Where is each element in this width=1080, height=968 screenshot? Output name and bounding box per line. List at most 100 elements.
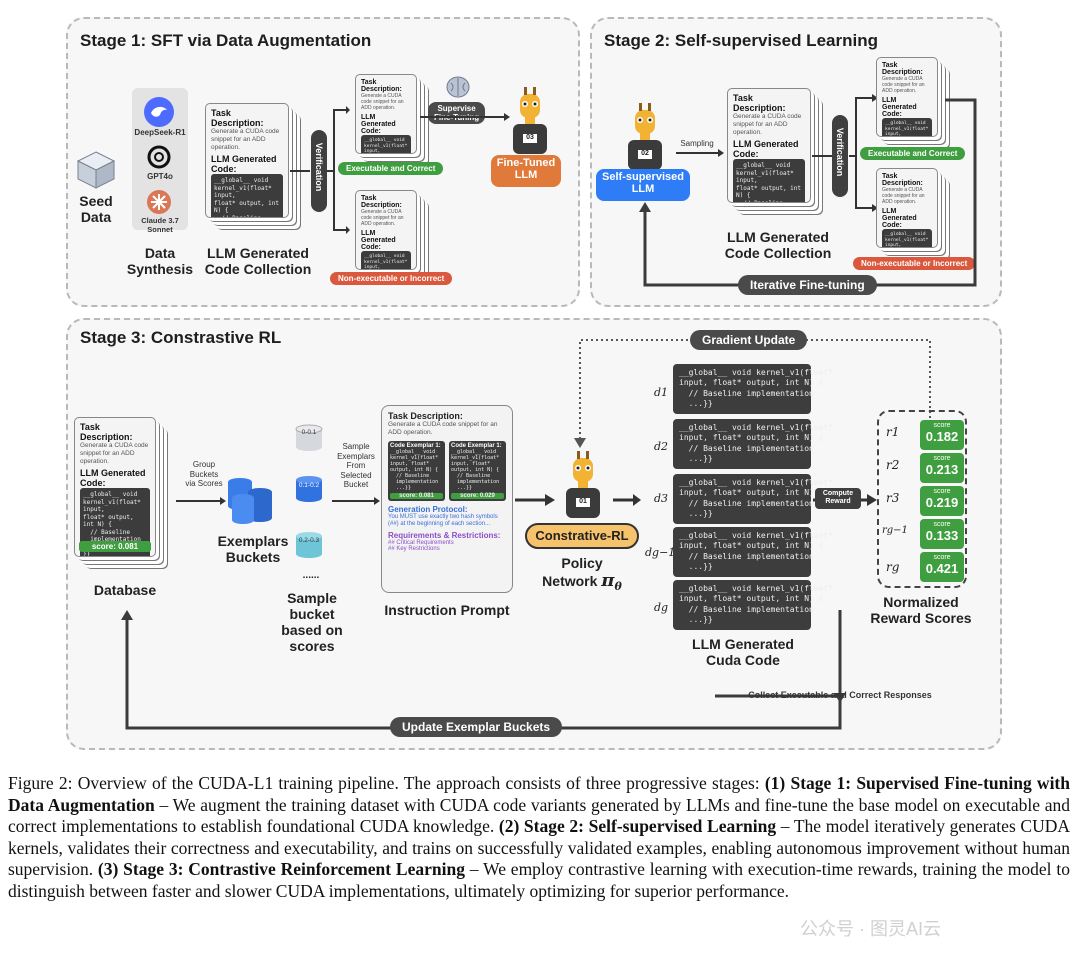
task-text: Generate a CUDA code snippet for an ADD … bbox=[361, 93, 404, 111]
stage1-collection-card: Task Description: Generate a CUDA code s… bbox=[205, 103, 289, 218]
stage3-title: Stage 3: Constrastive RL bbox=[80, 328, 282, 347]
gen-title: LLM Generated Code: bbox=[361, 114, 396, 135]
data-synthesis-label: Data Synthesis bbox=[126, 245, 194, 278]
stage2-incorrect-card: Task Description: Generate a CUDA code s… bbox=[876, 168, 938, 248]
watermark: 公众号 · 图灵AI云 bbox=[800, 919, 942, 939]
stage2-collection-label: LLM Generated Code Collection bbox=[724, 229, 832, 262]
sample-arrow bbox=[332, 497, 380, 505]
collect-responses-label: Collect Executable and Correct Responses bbox=[748, 690, 932, 700]
self-supervised-llm-box: Self-supervised LLM bbox=[596, 169, 690, 201]
stage1-verification-arrows bbox=[290, 106, 350, 234]
score-value: 0.421 bbox=[925, 561, 959, 576]
iterative-loop-arrow bbox=[639, 98, 977, 287]
generation-protocol-text: You MUST use exactly two hash symbols (#… bbox=[388, 513, 498, 527]
stage1-executable-pill: Executable and Correct bbox=[338, 162, 444, 175]
caption-stage3-bold: (3) Stage 3: Contrastive Reinforcement L… bbox=[97, 859, 465, 880]
task-text: Generate a CUDA code snippet for an ADD … bbox=[733, 113, 802, 136]
instruction-prompt-card: Task Description: Generate a CUDA code s… bbox=[381, 405, 513, 593]
gen-title: LLM Generated Code: bbox=[361, 230, 396, 251]
requirements-title: Requirements & Restrictions: bbox=[388, 530, 501, 540]
dg-label: dg bbox=[654, 601, 669, 614]
score-label: score bbox=[933, 521, 951, 528]
policy-to-code-arrow bbox=[613, 494, 641, 506]
policy-symbol: π bbox=[601, 570, 615, 592]
fine-tuned-llm-box: Fine-Tuned LLM bbox=[491, 155, 561, 187]
task-title: Task Description: bbox=[80, 422, 133, 442]
bucket-1-icon bbox=[296, 476, 322, 502]
stage1-incorrect-card: Task Description: Generate a CUDA code s… bbox=[355, 190, 417, 270]
task-title: Task Description: bbox=[882, 173, 923, 187]
stage2-collection-card: Task Description: Generate a CUDA code s… bbox=[727, 88, 811, 203]
iterative-fine-tuning-pill: Iterative Fine-tuning bbox=[738, 275, 877, 295]
policy-network-label: Policy Network πθ bbox=[525, 555, 639, 594]
policy-network-text: Policy Network bbox=[542, 555, 603, 590]
task-title: Task Description: bbox=[361, 79, 402, 93]
exemplar-2-score: score: 0.029 bbox=[451, 492, 504, 499]
score-value: 0.133 bbox=[925, 528, 959, 543]
supervise-arrow bbox=[420, 113, 510, 121]
requirement-2: ## Key Restrictions bbox=[388, 545, 440, 552]
exemplar-buckets-icon bbox=[228, 478, 272, 524]
stage2-badge: 02 bbox=[641, 150, 649, 157]
stage1-title: Stage 1: SFT via Data Augmentation bbox=[80, 31, 372, 50]
prompt-task-text: Generate a CUDA code snippet for an ADD … bbox=[388, 421, 498, 436]
sampling-arrow bbox=[676, 149, 724, 157]
gradient-update-pill: Gradient Update bbox=[690, 330, 808, 350]
score-label: score bbox=[933, 422, 951, 429]
exemplars-buckets-label: Exemplars Buckets bbox=[217, 533, 289, 566]
stage1-verification-bar bbox=[311, 130, 327, 212]
compute-reward-pill: Compute Reward bbox=[815, 488, 861, 509]
instruction-prompt-label: Instruction Prompt bbox=[384, 602, 510, 618]
score-value: 0.219 bbox=[925, 495, 959, 510]
dg-1-label: dg−1 bbox=[645, 546, 676, 559]
cuda-code-block-1: __global__ void kernel_v1(float* input, … bbox=[673, 364, 833, 414]
bucket-0-icon bbox=[295, 424, 323, 451]
claude-label: Claude 3.7 Sonnet bbox=[141, 216, 179, 234]
score-label: score bbox=[933, 554, 951, 561]
sample-bucket-label: Sample bucket based on scores bbox=[281, 590, 343, 655]
gpt4o-icon bbox=[147, 145, 171, 169]
sample-exemplars-label: Sample Exemplars From Selected Bucket bbox=[337, 442, 375, 490]
database-label: Database bbox=[93, 582, 157, 598]
caption-stage3-text: – We employ contrastive learning with ex… bbox=[8, 859, 1071, 901]
exemplar-row: Code Exemplar 1: __global__ void kernel_… bbox=[388, 440, 506, 501]
cuda-code-block-3: __global__ void kernel_v1(float* input, … bbox=[673, 474, 833, 524]
task-title: Task Description: bbox=[882, 62, 923, 76]
gen-title: LLM Generated Code: bbox=[733, 139, 799, 160]
r1-label: r1 bbox=[886, 425, 900, 439]
code-snippet: __global__ void kernel_v1(float* input, … bbox=[361, 251, 411, 269]
figure-caption: Figure 2: Overview of the CUDA-L1 traini… bbox=[8, 773, 1070, 903]
constrative-rl-box: Constrative-RL bbox=[525, 523, 639, 549]
stage2-title: Stage 2: Self-supervised Learning bbox=[604, 31, 878, 50]
group-buckets-label: Group Buckets via Scores bbox=[185, 460, 223, 489]
stage1-correct-card: Task Description: Generate a CUDA code s… bbox=[355, 74, 417, 154]
cuda-code-block-5: __global__ void kernel_v1(float* input, … bbox=[673, 580, 833, 630]
deepseek-label: DeepSeek-R1 bbox=[134, 128, 186, 137]
cuda-code-block-4: __global__ void kernel_v1(float* input, … bbox=[673, 527, 833, 577]
update-exemplar-buckets-pill: Update Exemplar Buckets bbox=[390, 717, 563, 737]
d1-label: d1 bbox=[654, 386, 669, 399]
group-arrow bbox=[176, 497, 226, 505]
task-text: Generate a CUDA code snippet for an ADD … bbox=[211, 128, 280, 151]
exemplar-2-title: Code Exemplar 1: bbox=[451, 442, 502, 449]
caption-stage1-bold: (1) Stage 1: Supervised Fine-tuning with… bbox=[8, 773, 1070, 815]
sampling-label: Sampling bbox=[680, 139, 714, 148]
exemplar-2-code: __global__ void kernel_v1(float* input, … bbox=[451, 448, 500, 491]
seed-data-label: Seed Data bbox=[79, 193, 113, 226]
database-card: Task Description: Generate a CUDA code s… bbox=[74, 417, 156, 557]
bucket-2-label: 0.2-0.3 bbox=[298, 537, 320, 544]
giraffe-mascot-icon bbox=[628, 103, 662, 170]
caption-prefix: Figure 2: Overview of the CUDA-L1 traini… bbox=[8, 773, 765, 793]
stage2-non-executable-pill: Non-executable or Incorrect bbox=[853, 257, 976, 270]
normalized-reward-label: Normalized Reward Scores bbox=[870, 594, 972, 627]
exemplar-1-score: score: 0.081 bbox=[390, 492, 443, 499]
cuda-code-block-2: __global__ void kernel_v1(float* input, … bbox=[673, 419, 833, 469]
gen-title: LLM Generated Code: bbox=[80, 468, 146, 489]
policy-badge: 01 bbox=[579, 498, 587, 505]
score-value: 0.213 bbox=[925, 462, 959, 477]
d3-label: d3 bbox=[654, 492, 669, 505]
stage1-collection-label: LLM Generated Code Collection bbox=[204, 245, 312, 278]
